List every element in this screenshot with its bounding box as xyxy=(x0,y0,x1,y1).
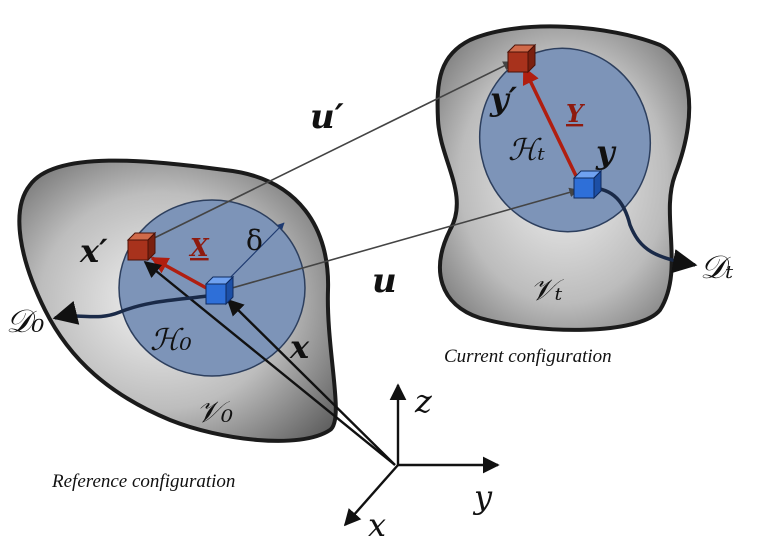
label-body-vt: 𝒱ₜ xyxy=(530,273,564,308)
label-delta: δ xyxy=(246,224,263,257)
label-y-prime: y′ xyxy=(489,80,518,118)
domain-dt-arrow xyxy=(584,186,698,274)
label-axis-x: x xyxy=(368,506,386,544)
label-x-prime: x′ xyxy=(79,232,108,270)
current-horizon xyxy=(478,47,652,233)
label-axis-y: y xyxy=(472,478,493,516)
current-body xyxy=(435,24,692,332)
axis-x-line xyxy=(343,464,399,527)
coordinate-axes xyxy=(343,383,500,527)
position-vector-x xyxy=(226,298,396,466)
label-body-v0: 𝒱₀ xyxy=(196,395,233,430)
label-axis-z: z xyxy=(414,382,433,420)
particle-y xyxy=(572,169,603,200)
position-vector-x-prime xyxy=(143,260,396,466)
label-domain-d0: 𝒟₀ xyxy=(6,302,45,340)
label-domain-dt: 𝒟ₜ xyxy=(700,248,734,286)
particle-y-prime xyxy=(506,43,537,74)
caption-reference: Reference configuration xyxy=(51,471,235,492)
label-x: x xyxy=(289,328,310,366)
particle-x-prime xyxy=(126,231,157,262)
domain-d0-arrow xyxy=(52,293,216,325)
label-bond-x: X xyxy=(188,233,210,262)
label-horizon-ht: ℋₜ xyxy=(508,133,546,168)
caption-current: Current configuration xyxy=(444,346,612,367)
bond-vector-y xyxy=(522,66,580,181)
label-y: y xyxy=(595,133,617,171)
displacement-u-prime-arrow xyxy=(139,61,513,246)
particle-x xyxy=(204,275,235,306)
label-u-prime: u′ xyxy=(310,97,344,137)
label-u: u xyxy=(372,261,397,301)
label-bond-y: Y xyxy=(566,99,586,128)
displacement-u-arrow xyxy=(217,187,579,293)
label-horizon-h0: ℋ₀ xyxy=(150,323,192,358)
